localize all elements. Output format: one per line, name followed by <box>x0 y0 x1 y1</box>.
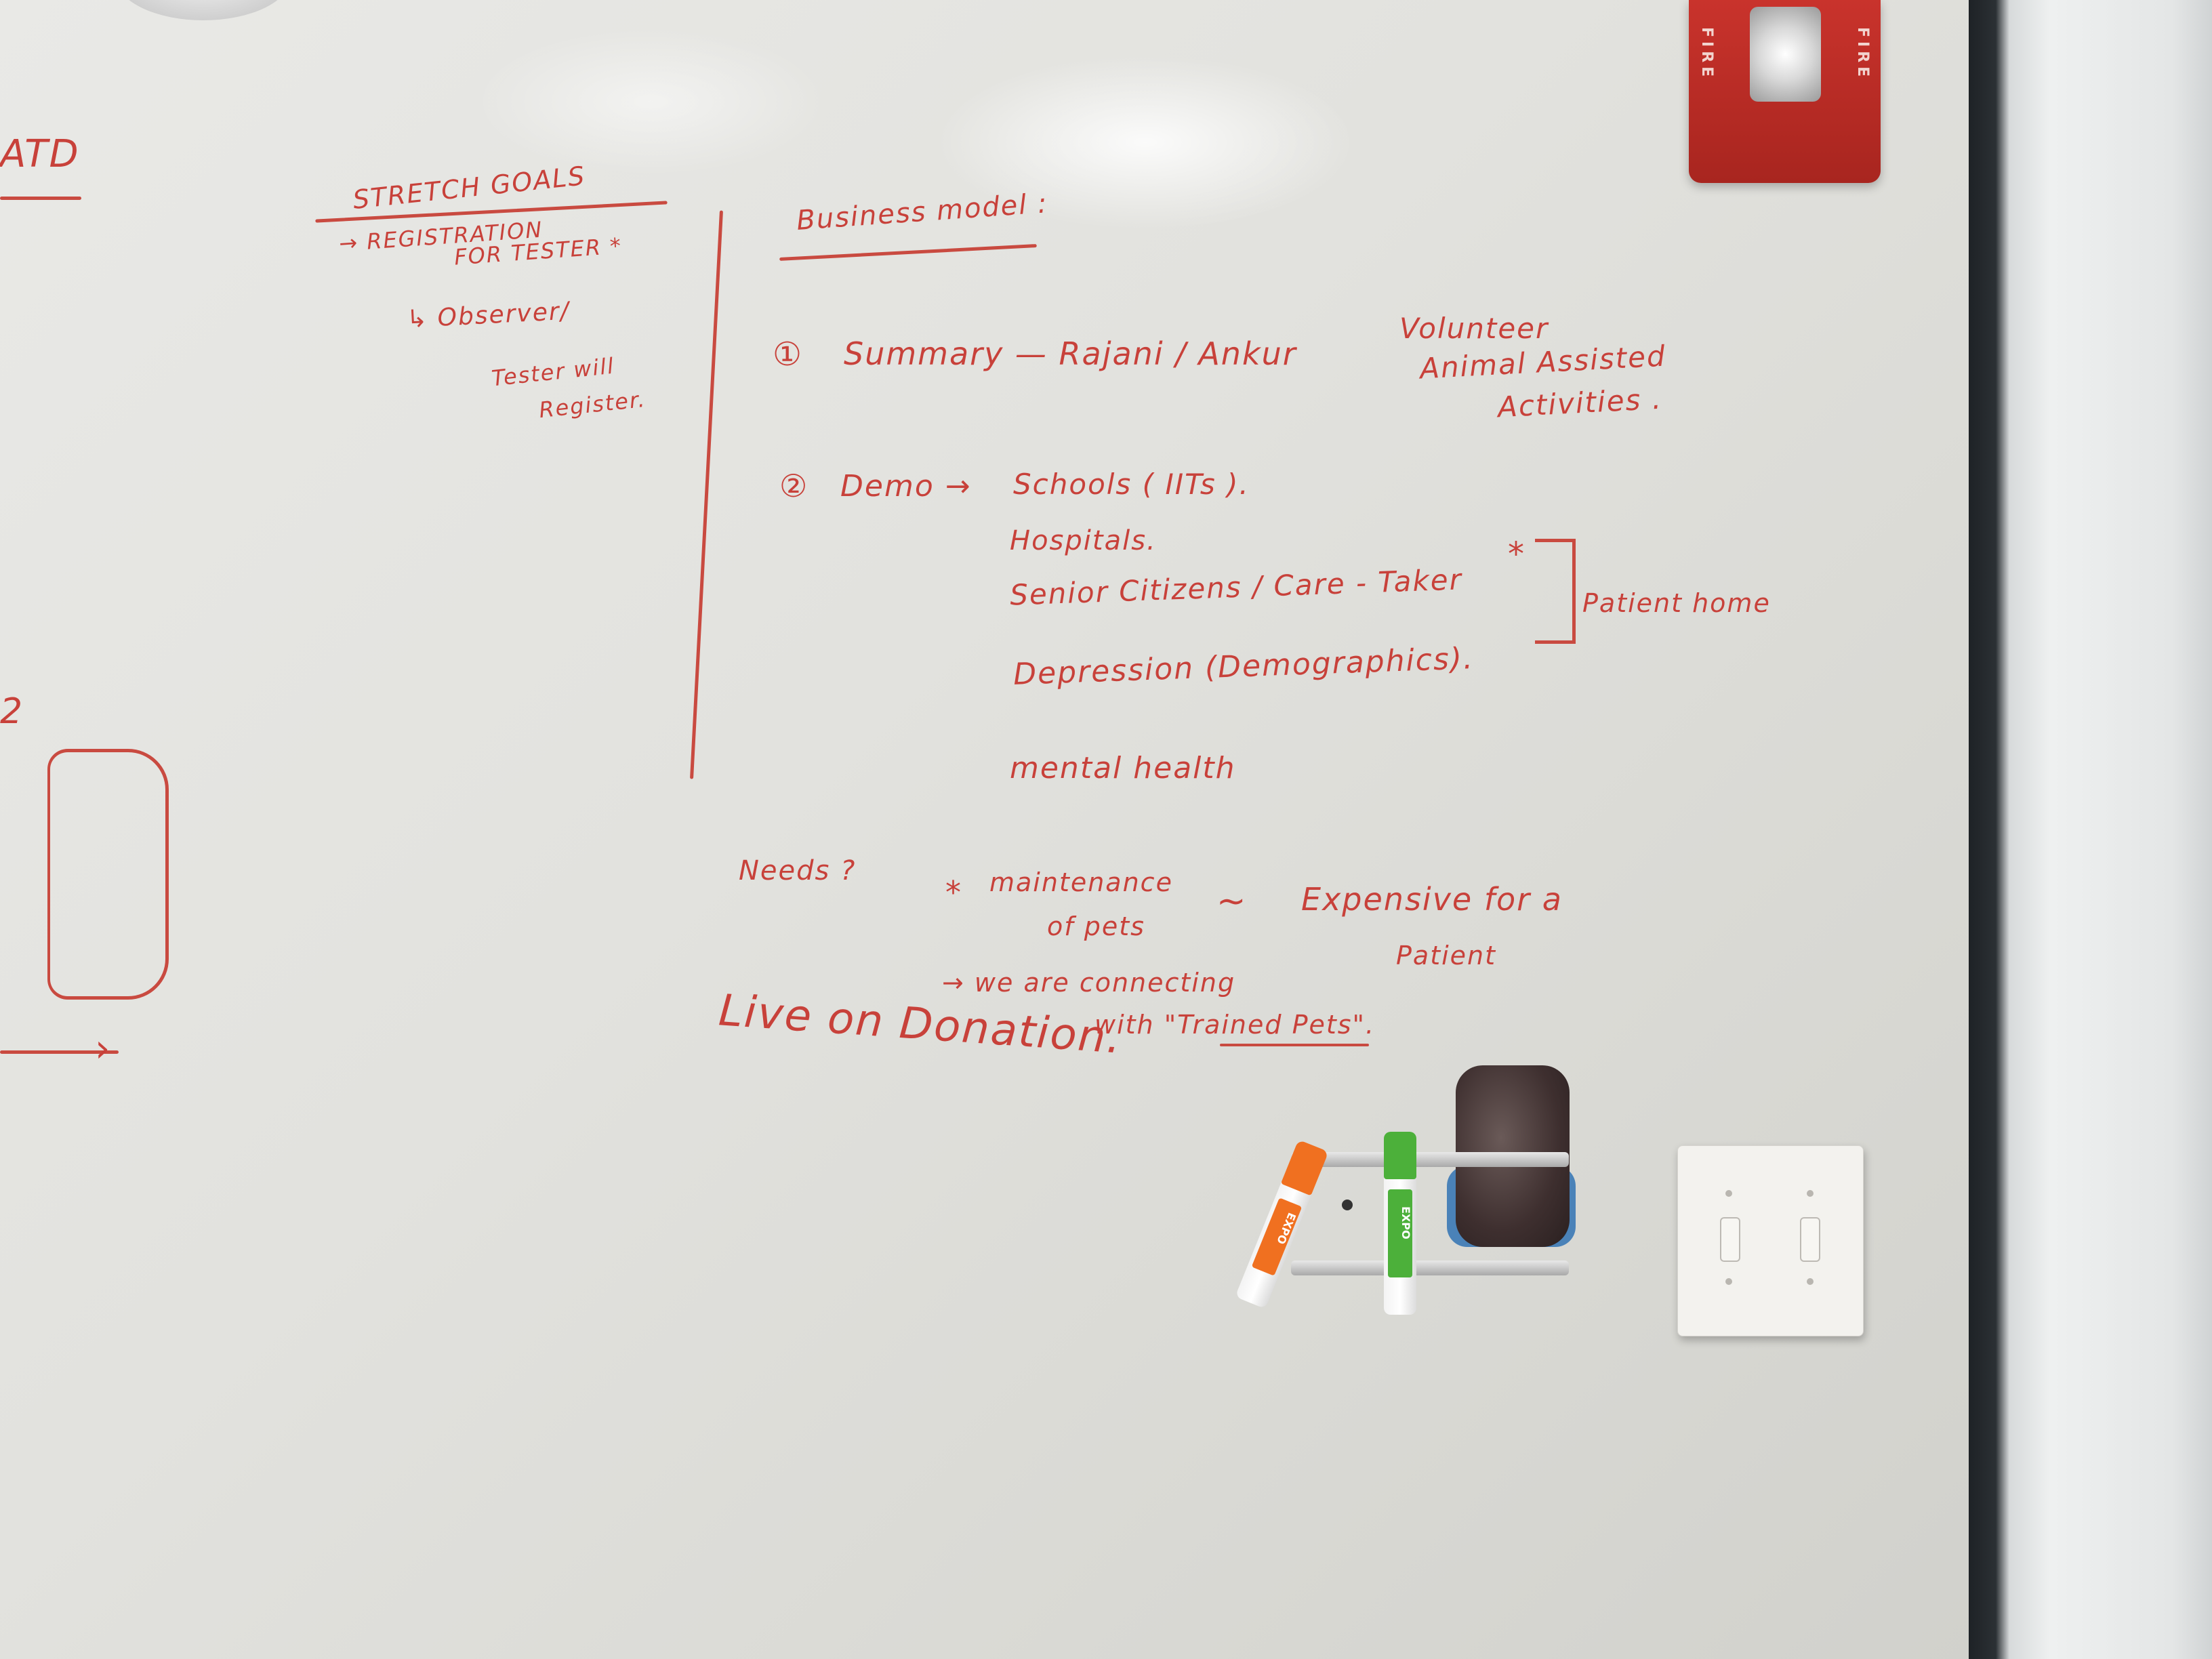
business-underline <box>779 244 1037 261</box>
light-switch-plate <box>1677 1145 1864 1336</box>
maintenance-line1: maintenance <box>989 867 1173 897</box>
bracket <box>1535 539 1576 644</box>
item2-number: ② <box>779 468 809 504</box>
schools-text: Schools ( IITs ). <box>1013 468 1250 501</box>
board-glare <box>474 27 827 176</box>
orange-marker-cap <box>1280 1139 1329 1196</box>
item1-text: Summary — Rajani / Ankur <box>844 335 1297 372</box>
ceiling-sensor <box>115 0 291 20</box>
item1-number: ① <box>773 335 804 373</box>
green-marker-cap <box>1384 1132 1416 1179</box>
needs-star: * <box>945 874 962 911</box>
hospitals-text: Hospitals. <box>1010 525 1157 556</box>
green-marker-label <box>1388 1189 1412 1277</box>
volunteer-line3: Activities . <box>1496 382 1664 424</box>
fire-alarm: FIRE FIRE <box>1689 0 1881 183</box>
board-glare <box>935 54 1355 230</box>
left-arrow-line <box>0 1050 119 1054</box>
volunteer-line1: Volunteer <box>1399 312 1549 345</box>
depression-text: Depression (Demographics). <box>1012 641 1475 692</box>
strobe-light-icon <box>1750 7 1821 102</box>
left-underline <box>0 197 81 200</box>
marker-tray-bottom <box>1291 1261 1569 1275</box>
left-number: 2 <box>0 691 24 732</box>
patient-home-text: Patient home <box>1582 588 1771 618</box>
left-drawing-shape <box>47 749 169 1000</box>
tray-screw-hole <box>1342 1200 1353 1210</box>
seniors-star: * <box>1508 535 1525 573</box>
volunteer-line2: Animal Assisted <box>1418 339 1667 386</box>
orange-marker[interactable]: EXPO <box>1235 1139 1329 1309</box>
light-switch-right[interactable] <box>1800 1217 1820 1262</box>
business-title: Business model : <box>795 188 1049 237</box>
stretch-line3: ↳ Observer/ <box>406 297 571 334</box>
divider-line <box>690 210 723 779</box>
patient-text: Patient <box>1396 941 1497 970</box>
stretch-line5: Register. <box>537 386 647 424</box>
door-frame <box>1969 0 2212 1659</box>
seniors-text: Senior Citizens / Care - Taker <box>1009 562 1463 612</box>
connecting-line2: with "Trained Pets". <box>1094 1010 1376 1040</box>
screw-icon <box>1725 1190 1732 1197</box>
item2-text: Demo → <box>840 469 972 504</box>
connecting-line1: → we are connecting <box>942 968 1236 998</box>
green-marker[interactable]: EXPO <box>1384 1132 1416 1315</box>
alarm-label-left: FIRE <box>1698 27 1715 81</box>
screw-icon <box>1725 1278 1732 1285</box>
light-switch-left[interactable] <box>1720 1217 1740 1262</box>
marker-tray-top <box>1291 1152 1569 1167</box>
screw-icon <box>1807 1278 1814 1285</box>
needs-label: Needs ? <box>739 855 857 886</box>
screw-icon <box>1807 1190 1814 1197</box>
stretch-line4: Tester will <box>490 352 616 392</box>
expensive-text: Expensive for a <box>1301 881 1563 918</box>
left-arrow-head: › <box>95 1027 112 1071</box>
mental-health-text: mental health <box>1010 751 1236 785</box>
left-fragment-text: ATD <box>0 132 80 176</box>
green-marker-brand: EXPO <box>1399 1206 1412 1240</box>
alarm-label-right: FIRE <box>1854 27 1871 81</box>
maintenance-line2: of pets <box>1047 912 1145 941</box>
tilde-mark: ~ <box>1216 881 1248 922</box>
trained-pets-underline <box>1220 1044 1369 1046</box>
